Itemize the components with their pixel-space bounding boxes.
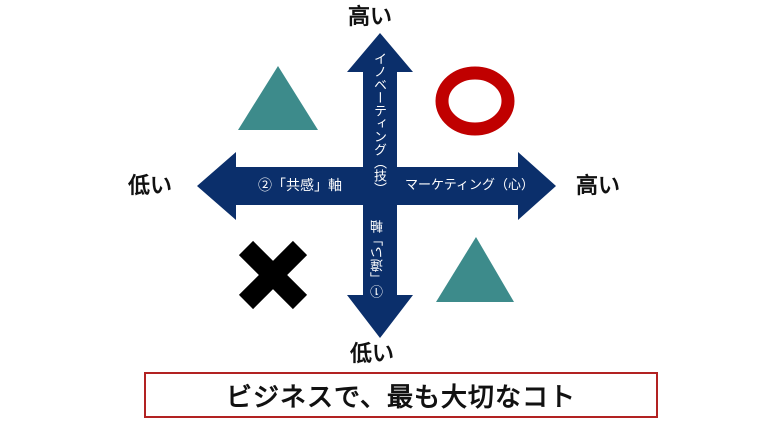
triangle-icon-top-left (238, 66, 318, 130)
conclusion-text: ビジネスで、最も大切なコト (226, 382, 576, 413)
vertical-axis-low-label: 低い (350, 341, 395, 367)
horizontal-axis-arrow (197, 152, 556, 220)
marketing-axis-text: マーケティング（心） (405, 178, 534, 193)
horizontal-axis-low-label: 低い (128, 173, 173, 199)
difference-axis-text: ①「違い」軸 (371, 220, 386, 298)
conclusion-box: ビジネスで、最も大切なコト (144, 372, 658, 418)
innovating-axis-text: イノベーティング（技） (371, 52, 386, 195)
horizontal-axis-high-label: 高い (576, 173, 621, 199)
triangle-icon-bottom-right (436, 237, 514, 302)
circle-icon-top-right (435, 66, 515, 136)
empathy-axis-text: ②「共感」軸 (258, 178, 342, 194)
vertical-axis-high-label: 高い (348, 4, 393, 30)
cross-icon-bottom-left (238, 240, 308, 310)
